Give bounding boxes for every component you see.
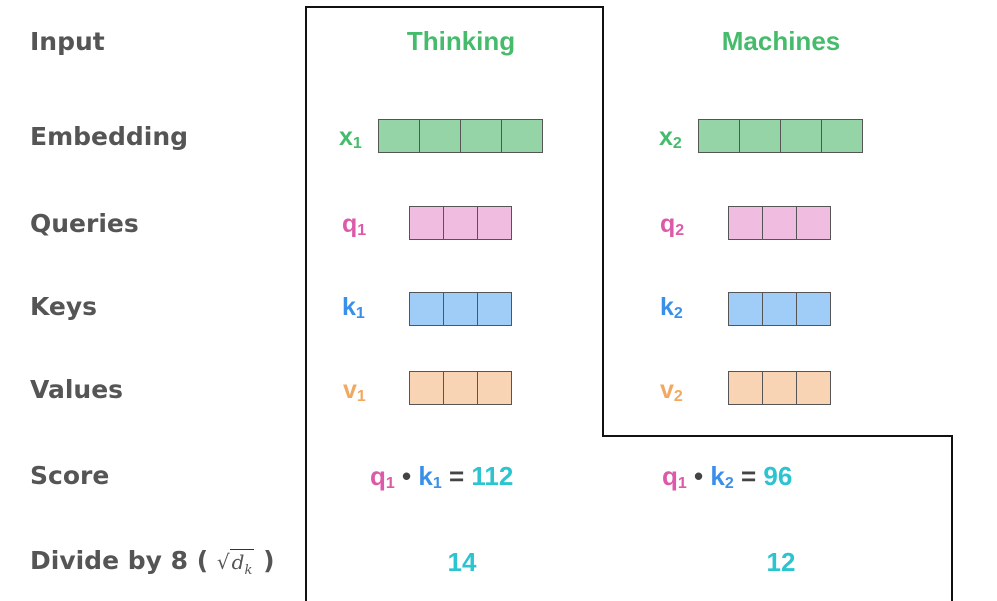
divide-prefix: Divide by 8 ( — [30, 546, 209, 575]
score-value-1: 112 — [471, 461, 514, 491]
score-value-2: 96 — [763, 461, 793, 491]
vector-cell — [443, 371, 478, 405]
d-var: d — [231, 550, 245, 574]
symbol-v2: v2 — [660, 376, 683, 405]
vector-cell — [409, 292, 444, 326]
vector-cell — [477, 206, 512, 240]
sqrt-symbol: √ — [216, 550, 230, 574]
row-label-input: Input — [30, 27, 105, 56]
symbol-x2: x2 — [659, 123, 682, 152]
row-label-values: Values — [30, 375, 124, 404]
query-vector-q2 — [728, 206, 831, 240]
vector-cell — [443, 292, 478, 326]
symbol-q2: q2 — [660, 210, 685, 239]
score-expression-2: q1 • k2 = 96 — [662, 461, 793, 492]
vector-cell — [460, 119, 502, 153]
vector-cell — [728, 292, 763, 326]
vector-cell — [728, 371, 763, 405]
vector-cell — [378, 119, 420, 153]
word-thinking: Thinking — [406, 26, 516, 56]
symbol-k1: k1 — [342, 293, 365, 322]
row-label-queries: Queries — [30, 209, 139, 238]
word-machines: Machines — [721, 26, 841, 56]
symbol-v1: v1 — [343, 376, 366, 405]
symbol-k2: k2 — [660, 293, 683, 322]
score-expression-1: q1 • k1 = 112 — [370, 461, 514, 492]
vector-cell — [796, 292, 831, 326]
vector-cell — [796, 206, 831, 240]
divided-score-1: 14 — [447, 547, 477, 577]
value-vector-v2 — [728, 371, 831, 405]
vector-cell — [419, 119, 461, 153]
embedding-vector-x1 — [378, 119, 543, 153]
divided-score-2: 12 — [766, 547, 796, 577]
vector-cell — [762, 206, 797, 240]
key-vector-k2 — [728, 292, 831, 326]
vector-cell — [477, 371, 512, 405]
vector-cell — [739, 119, 781, 153]
vector-cell — [477, 292, 512, 326]
row-label-score: Score — [30, 461, 110, 490]
row-label-divide: Divide by 8 ( √dk ) — [30, 546, 275, 578]
query-vector-q1 — [409, 206, 512, 240]
sqrt-operand: dk — [229, 549, 255, 578]
sqrt-dk-formula: √dk — [216, 549, 255, 578]
vector-cell — [409, 206, 444, 240]
k-sub: k — [244, 563, 253, 578]
vector-cell — [796, 371, 831, 405]
row-label-keys: Keys — [30, 292, 98, 321]
vector-cell — [780, 119, 822, 153]
vector-cell — [698, 119, 740, 153]
vector-cell — [501, 119, 543, 153]
vector-cell — [762, 371, 797, 405]
row-label-embedding: Embedding — [30, 122, 189, 151]
symbol-q1: q1 — [342, 210, 367, 239]
vector-cell — [443, 206, 478, 240]
symbol-x1: x1 — [339, 123, 362, 152]
vector-cell — [821, 119, 863, 153]
value-vector-v1 — [409, 371, 512, 405]
vector-cell — [762, 292, 797, 326]
key-vector-k1 — [409, 292, 512, 326]
divide-suffix: ) — [263, 546, 275, 575]
vector-cell — [409, 371, 444, 405]
embedding-vector-x2 — [698, 119, 863, 153]
vector-cell — [728, 206, 763, 240]
